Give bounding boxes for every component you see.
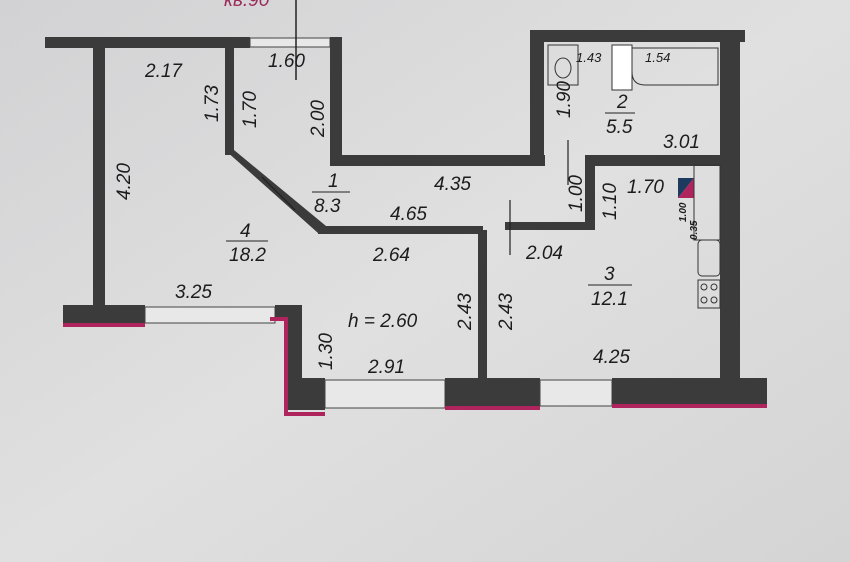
dim-corridor-top: 4.35 bbox=[434, 174, 471, 195]
dim-wall-right-side: 2.43 bbox=[496, 293, 517, 331]
room-2-label: 2 5.5 bbox=[605, 92, 635, 138]
dim-left-wall: 4.20 bbox=[114, 163, 135, 200]
dim-room3-bottom: 4.25 bbox=[593, 347, 630, 368]
left-window bbox=[144, 306, 276, 324]
ceiling-height: h = 2.60 bbox=[348, 311, 418, 332]
stove-icon bbox=[697, 279, 721, 309]
room-1-label: 1 8.3 bbox=[312, 171, 350, 217]
bathtub-icon bbox=[631, 47, 719, 86]
washer-grid-icon bbox=[611, 44, 633, 91]
dim-kitchen-a: 1.10 bbox=[600, 183, 621, 220]
walls bbox=[45, 0, 767, 416]
room-area: 5.5 bbox=[606, 117, 633, 138]
dim-bay-depth: 1.30 bbox=[316, 333, 337, 370]
dim-vent-b: 0.35 bbox=[689, 220, 700, 240]
room-number: 4 bbox=[240, 221, 251, 242]
dim-bath-height: 1.90 bbox=[554, 81, 575, 118]
room-number: 1 bbox=[328, 171, 339, 192]
dim-wall-left-side: 2.43 bbox=[455, 293, 476, 331]
dim-corridor-end: 1.00 bbox=[566, 175, 587, 212]
top-window bbox=[249, 37, 331, 48]
room-number: 3 bbox=[604, 264, 615, 285]
bottom-window-left bbox=[324, 379, 446, 409]
dim-top-window: 1.60 bbox=[268, 51, 305, 72]
dim-bay-bottom: 2.91 bbox=[367, 357, 405, 378]
fixtures bbox=[547, 44, 721, 309]
dim-bay-left: 3.25 bbox=[175, 282, 212, 303]
apartment-label: кв.90 bbox=[224, 0, 270, 11]
dim-partition-b: 1.70 bbox=[240, 91, 261, 128]
dim-bath-b: 1.54 bbox=[645, 50, 670, 65]
room-3-label: 3 12.1 bbox=[588, 264, 632, 310]
room-number: 2 bbox=[616, 92, 628, 113]
dim-room4-mid: 2.64 bbox=[372, 245, 410, 266]
dim-room3-top: 2.04 bbox=[525, 243, 563, 264]
dim-vent-a: 1.00 bbox=[678, 202, 689, 222]
dim-top-left: 2.17 bbox=[144, 61, 183, 82]
room-4-label: 4 18.2 bbox=[226, 221, 268, 266]
toilet-icon bbox=[547, 44, 579, 86]
dim-partition-a: 1.73 bbox=[202, 85, 223, 122]
dim-corridor-wall: 2.00 bbox=[308, 100, 329, 138]
room-area: 12.1 bbox=[591, 289, 628, 310]
room-area: 18.2 bbox=[229, 245, 266, 266]
dim-corridor-bottom: 4.65 bbox=[390, 204, 427, 225]
room-area: 8.3 bbox=[314, 196, 341, 217]
sink-icon bbox=[697, 239, 721, 277]
labels: кв.90 1.60 2.17 4.20 1.73 1.70 2.00 4.35… bbox=[114, 0, 700, 378]
dim-bath-a: 1.43 bbox=[576, 50, 602, 65]
bottom-window-right bbox=[539, 379, 613, 407]
dim-kitchen-b: 1.70 bbox=[627, 177, 664, 198]
dim-bath-width: 3.01 bbox=[663, 132, 700, 153]
